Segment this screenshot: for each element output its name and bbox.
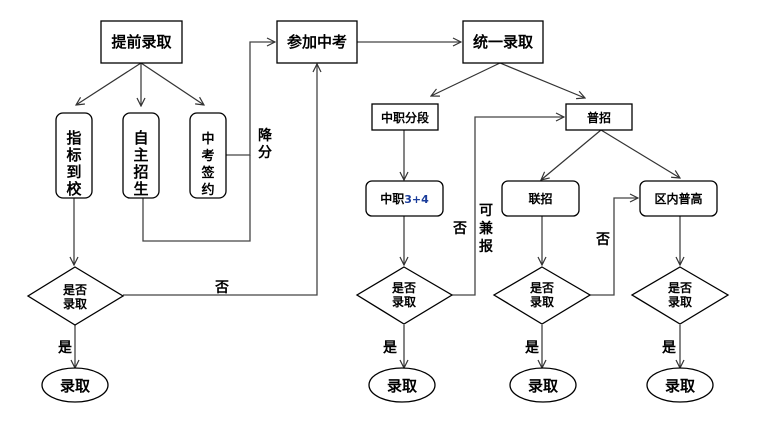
terminal-label: 录取: [665, 377, 696, 395]
decision-2: 是否 录取: [355, 266, 454, 325]
label-prefix: 中职: [380, 191, 404, 206]
node-early-admission: 提前录取: [100, 20, 183, 64]
label-no-1: 否: [214, 280, 229, 296]
label-suffix: 3+4: [404, 193, 429, 206]
char: 标: [65, 146, 81, 164]
char: 招: [133, 163, 148, 181]
connectors: [74, 42, 680, 368]
terminal-label: 录取: [528, 377, 559, 395]
decision-line2: 录取: [392, 295, 416, 309]
node-quota-school: 指 标 到 校: [55, 112, 93, 199]
node-district-high: 区内普高: [639, 180, 718, 217]
terminal-admitted-3: 录取: [509, 367, 577, 403]
arrow-general-to-district: [600, 129, 680, 178]
node-vocational-3p4: 中职3+4: [365, 180, 444, 217]
arrow-early-to-quota: [76, 62, 142, 105]
char: 主: [133, 146, 148, 164]
arrow-unified-to-vocational: [431, 62, 501, 96]
decision-line1: 是否: [529, 281, 554, 295]
node-district-high-label: 区内普高: [654, 191, 702, 206]
decision-3: 是否 录取: [492, 266, 592, 325]
decision-1: 是否 录取: [26, 266, 125, 326]
label-no-2: 否: [452, 221, 467, 237]
node-joint-enroll-label: 联招: [528, 191, 552, 206]
label-no-3: 否: [595, 232, 610, 248]
arrow-contract-to-exam: [224, 42, 275, 156]
node-vocational-tier-label: 中职分段: [381, 110, 430, 125]
arrow-decision1-no-to-exam: [123, 64, 317, 296]
arrow-decision2-no-to-general: [452, 117, 564, 296]
terminal-label: 录取: [387, 377, 418, 395]
node-general-enroll-label: 普招: [587, 110, 611, 125]
arrow-general-to-joint: [541, 129, 602, 180]
char: 生: [133, 180, 148, 198]
line-self-to-exam: [142, 155, 251, 242]
label-lower-score: 降 分: [258, 127, 273, 161]
node-unified-admission-label: 统一录取: [473, 33, 534, 51]
node-take-exam: 参加中考: [276, 20, 358, 64]
char: 中: [201, 131, 214, 147]
node-joint-enroll: 联招: [501, 180, 580, 217]
decision-line1: 是否: [62, 283, 87, 297]
terminal-admitted-4: 录取: [646, 367, 714, 403]
node-exam-contract: 中 考 签 约: [189, 112, 227, 199]
node-vocational-3p4-label: 中职3+4: [380, 191, 429, 206]
label-yes-2: 是: [383, 340, 398, 356]
decision-line2: 录取: [668, 295, 692, 309]
decision-line2: 录取: [530, 295, 554, 309]
terminal-admitted-2: 录取: [368, 367, 436, 403]
node-general-enroll: 普招: [565, 103, 633, 131]
decision-line1: 是否: [391, 281, 416, 295]
node-unified-admission: 统一录取: [462, 20, 544, 64]
decision-line1: 是否: [667, 281, 692, 295]
node-early-admission-label: 提前录取: [111, 33, 172, 51]
arrow-early-to-contract: [140, 62, 204, 105]
arrow-decision3-no-to-district: [590, 198, 638, 296]
decision-line2: 录取: [63, 297, 87, 311]
char: 校: [66, 180, 82, 198]
decision-4: 是否 录取: [630, 266, 730, 325]
char: 兼: [479, 220, 494, 237]
node-self-enroll: 自 主 招 生: [122, 112, 160, 199]
label-can-also-apply: 可 兼 报: [479, 203, 494, 255]
char: 可: [479, 203, 493, 219]
char: 到: [66, 163, 81, 181]
terminal-label: 录取: [60, 377, 91, 395]
char: 报: [479, 239, 493, 255]
char: 指: [66, 129, 81, 147]
terminal-admitted-1: 录取: [41, 367, 109, 403]
node-take-exam-label: 参加中考: [287, 33, 347, 51]
char: 自: [133, 129, 148, 147]
label-yes-4: 是: [662, 340, 677, 356]
arrow-unified-to-general: [499, 62, 585, 98]
char: 签: [200, 165, 215, 181]
char: 分: [258, 145, 272, 161]
node-vocational-tier: 中职分段: [371, 103, 439, 131]
label-yes-1: 是: [58, 340, 73, 356]
char: 约: [201, 182, 214, 198]
char: 考: [201, 148, 214, 164]
char: 降: [258, 127, 273, 144]
label-yes-3: 是: [525, 340, 540, 356]
